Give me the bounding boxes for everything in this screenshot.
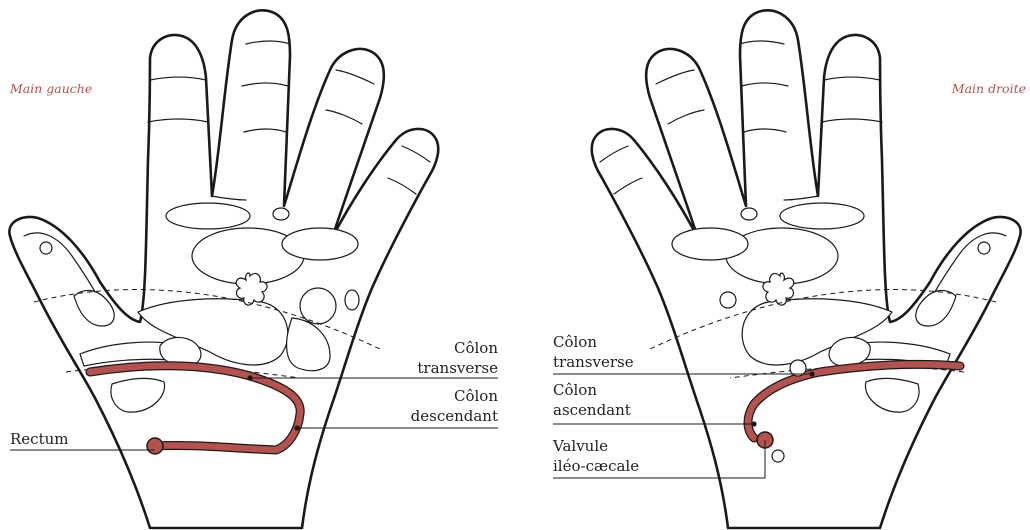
right-hand-title: Main droite <box>951 81 1026 96</box>
right-colon-transverse-label-1: Côlon <box>553 333 597 351</box>
left-colon-transverse-label-1: Côlon <box>454 339 498 357</box>
left-colon-descendant-label-2: descendant <box>411 407 498 425</box>
left-organ-zone <box>300 288 336 324</box>
left-hand-title: Main gauche <box>9 81 92 96</box>
left-colon-transverse-label-2: transverse <box>417 359 498 377</box>
left-organ-zone <box>273 208 289 220</box>
right-organ-zone <box>741 208 757 220</box>
right-organ-zone <box>780 203 864 229</box>
left-organ-zone <box>166 203 250 229</box>
right-valve-node <box>772 450 784 462</box>
left-organ-zone <box>345 290 359 310</box>
left-rectum-point <box>147 438 163 454</box>
right-colon-ascendant-label-1: Côlon <box>553 381 597 399</box>
left-colon-descendant-label-1: Côlon <box>454 387 498 405</box>
right-valvule-label-2: iléo-cæcale <box>553 457 639 475</box>
right-colon-ascendant-label-2: ascendant <box>553 401 631 419</box>
left-thumb-point <box>40 242 52 254</box>
right-colon-transverse-label-2: transverse <box>553 353 634 371</box>
right-organ-zone <box>672 228 748 260</box>
right-organ-zone <box>720 292 736 308</box>
left-rectum-label: Rectum <box>10 430 68 448</box>
right-thumb-point <box>978 242 990 254</box>
right-valvule-label-1: Valvule <box>552 437 608 455</box>
left-organ-zone <box>282 228 358 260</box>
